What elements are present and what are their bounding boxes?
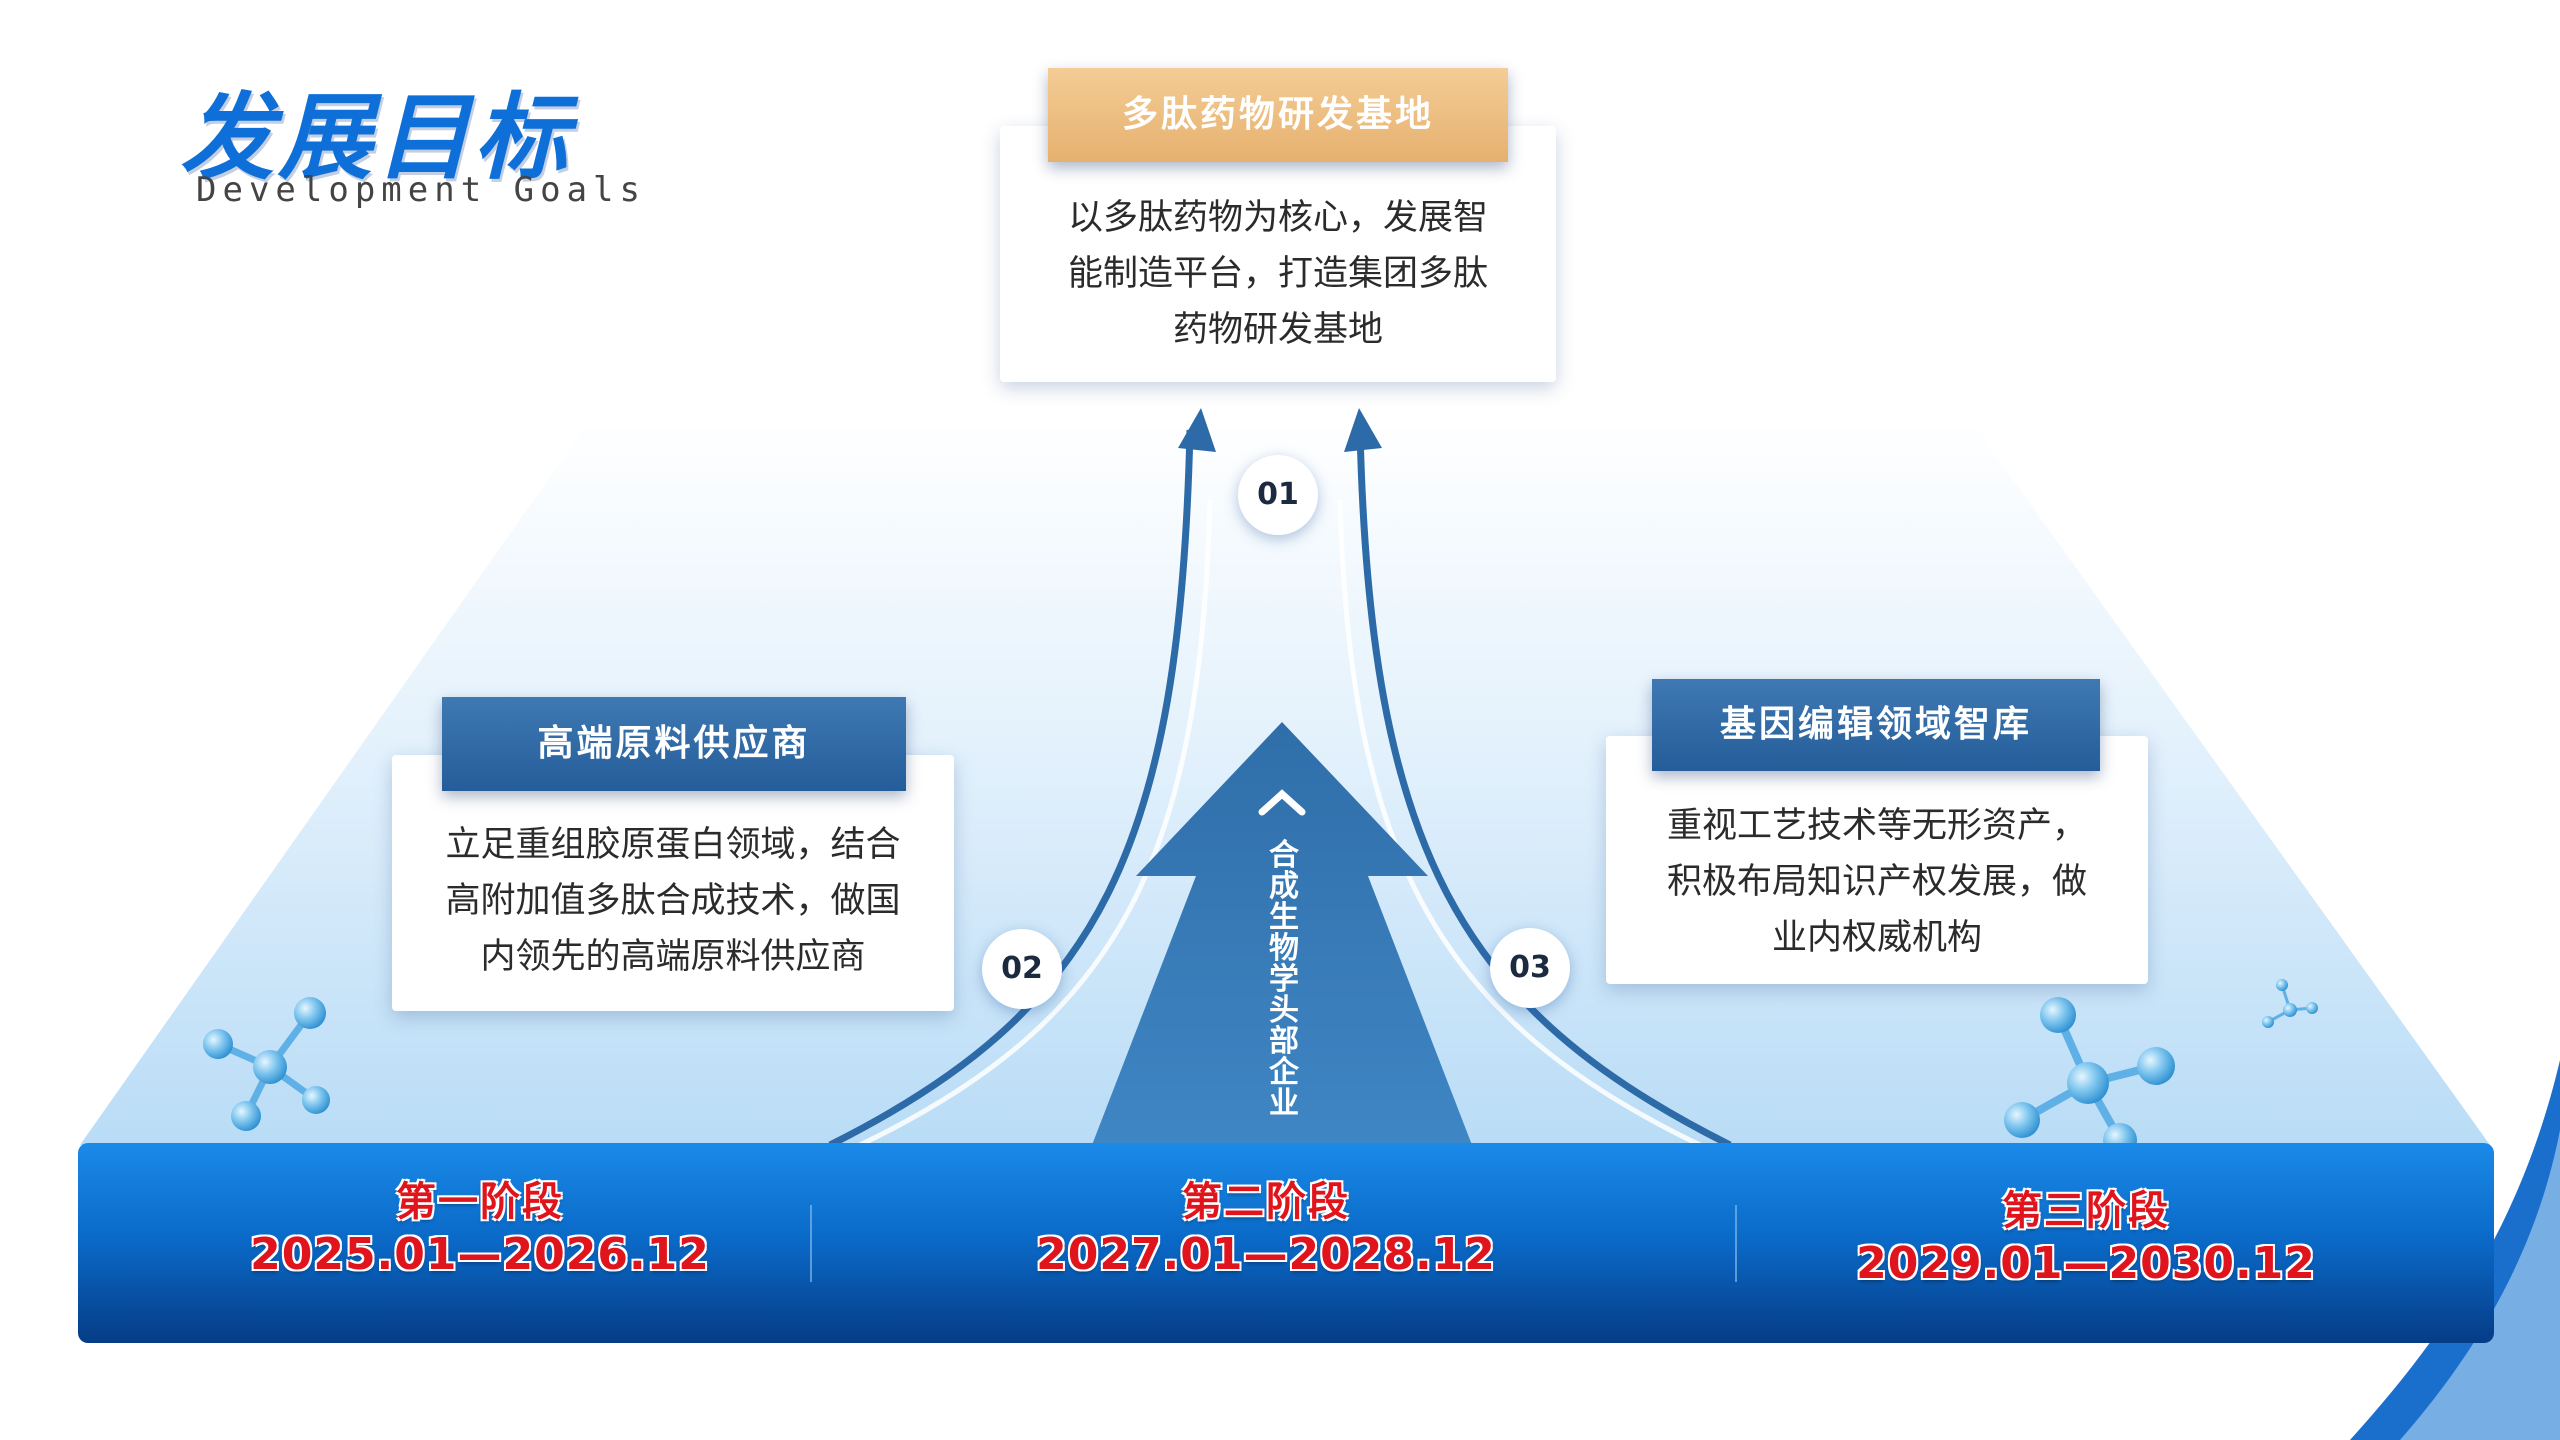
timeline-stage-1: 第一阶段 2025.01—2026.12 bbox=[170, 1175, 790, 1281]
goal-number-01: 01 bbox=[1238, 455, 1318, 535]
stage-name: 第三阶段 bbox=[2002, 1188, 2170, 1234]
goal-description-03: 重视工艺技术等无形资产， 积极布局知识产权发展，做 业内权威机构 bbox=[1606, 798, 2148, 966]
goal-card-02: 立足重组胶原蛋白领域，结合 高附加值多肽合成技术，做国 内领先的高端原料供应商 bbox=[392, 755, 954, 1011]
page-title: 发展目标 bbox=[180, 84, 573, 193]
goal-card-01: 以多肽药物为核心，发展智 能制造平台，打造集团多肽 药物研发基地 bbox=[1000, 126, 1556, 382]
goal-number-02: 02 bbox=[982, 929, 1062, 1009]
goal-text-line: 内领先的高端原料供应商 bbox=[480, 937, 866, 977]
goal-text-line: 药物研发基地 bbox=[1172, 310, 1383, 350]
arrowhead-left bbox=[1178, 408, 1216, 452]
page-subtitle: Development Goals bbox=[196, 170, 646, 210]
arrow-curve-right bbox=[1356, 429, 1732, 1149]
goal-title-03: 基因编辑领域智库 bbox=[1652, 679, 2100, 771]
goal-card-03: 重视工艺技术等无形资产， 积极布局知识产权发展，做 业内权威机构 bbox=[1606, 736, 2148, 984]
goal-title-02: 高端原料供应商 bbox=[442, 697, 906, 791]
chevron-up-icon bbox=[1258, 789, 1306, 816]
goal-text-line: 积极布局知识产权发展，做 bbox=[1666, 862, 2087, 902]
central-arrow-label: 合成生物学头部企业 bbox=[1269, 838, 1299, 1121]
arrow-curve-left bbox=[828, 429, 1194, 1149]
goal-text-line: 重视工艺技术等无形资产， bbox=[1666, 806, 2087, 846]
stage-period: 2027.01—2028.12 bbox=[1036, 1229, 1496, 1280]
timeline-band bbox=[78, 1143, 2494, 1343]
goal-text-line: 能制造平台，打造集团多肽 bbox=[1067, 254, 1488, 294]
goal-title-01: 多肽药物研发基地 bbox=[1048, 68, 1508, 162]
molecule-icon-left bbox=[203, 997, 330, 1131]
stage-period: 2029.01—2030.12 bbox=[1856, 1238, 2316, 1289]
stage-name: 第二阶段 bbox=[1182, 1179, 1350, 1225]
goal-description-02: 立足重组胶原蛋白领域，结合 高附加值多肽合成技术，做国 内领先的高端原料供应商 bbox=[392, 817, 954, 985]
arrowhead-right bbox=[1344, 408, 1382, 452]
stage-name: 第一阶段 bbox=[396, 1179, 564, 1225]
timeline-stage-3: 第三阶段 2029.01—2030.12 bbox=[1776, 1184, 2396, 1290]
goal-number-03: 03 bbox=[1490, 928, 1570, 1008]
goal-text-line: 以多肽药物为核心，发展智 bbox=[1067, 198, 1488, 238]
central-arrow bbox=[1092, 722, 1472, 1145]
goal-text-line: 高附加值多肽合成技术，做国 bbox=[445, 881, 901, 921]
molecule-icon-small bbox=[2262, 979, 2318, 1028]
timeline-stage-2: 第二阶段 2027.01—2028.12 bbox=[956, 1175, 1576, 1281]
goal-text-line: 立足重组胶原蛋白领域，结合 bbox=[445, 825, 901, 865]
stage-period: 2025.01—2026.12 bbox=[250, 1229, 710, 1280]
goal-text-line: 业内权威机构 bbox=[1771, 918, 1982, 958]
goal-description-01: 以多肽药物为核心，发展智 能制造平台，打造集团多肽 药物研发基地 bbox=[1000, 190, 1556, 358]
molecule-icon-right bbox=[2004, 997, 2175, 1157]
